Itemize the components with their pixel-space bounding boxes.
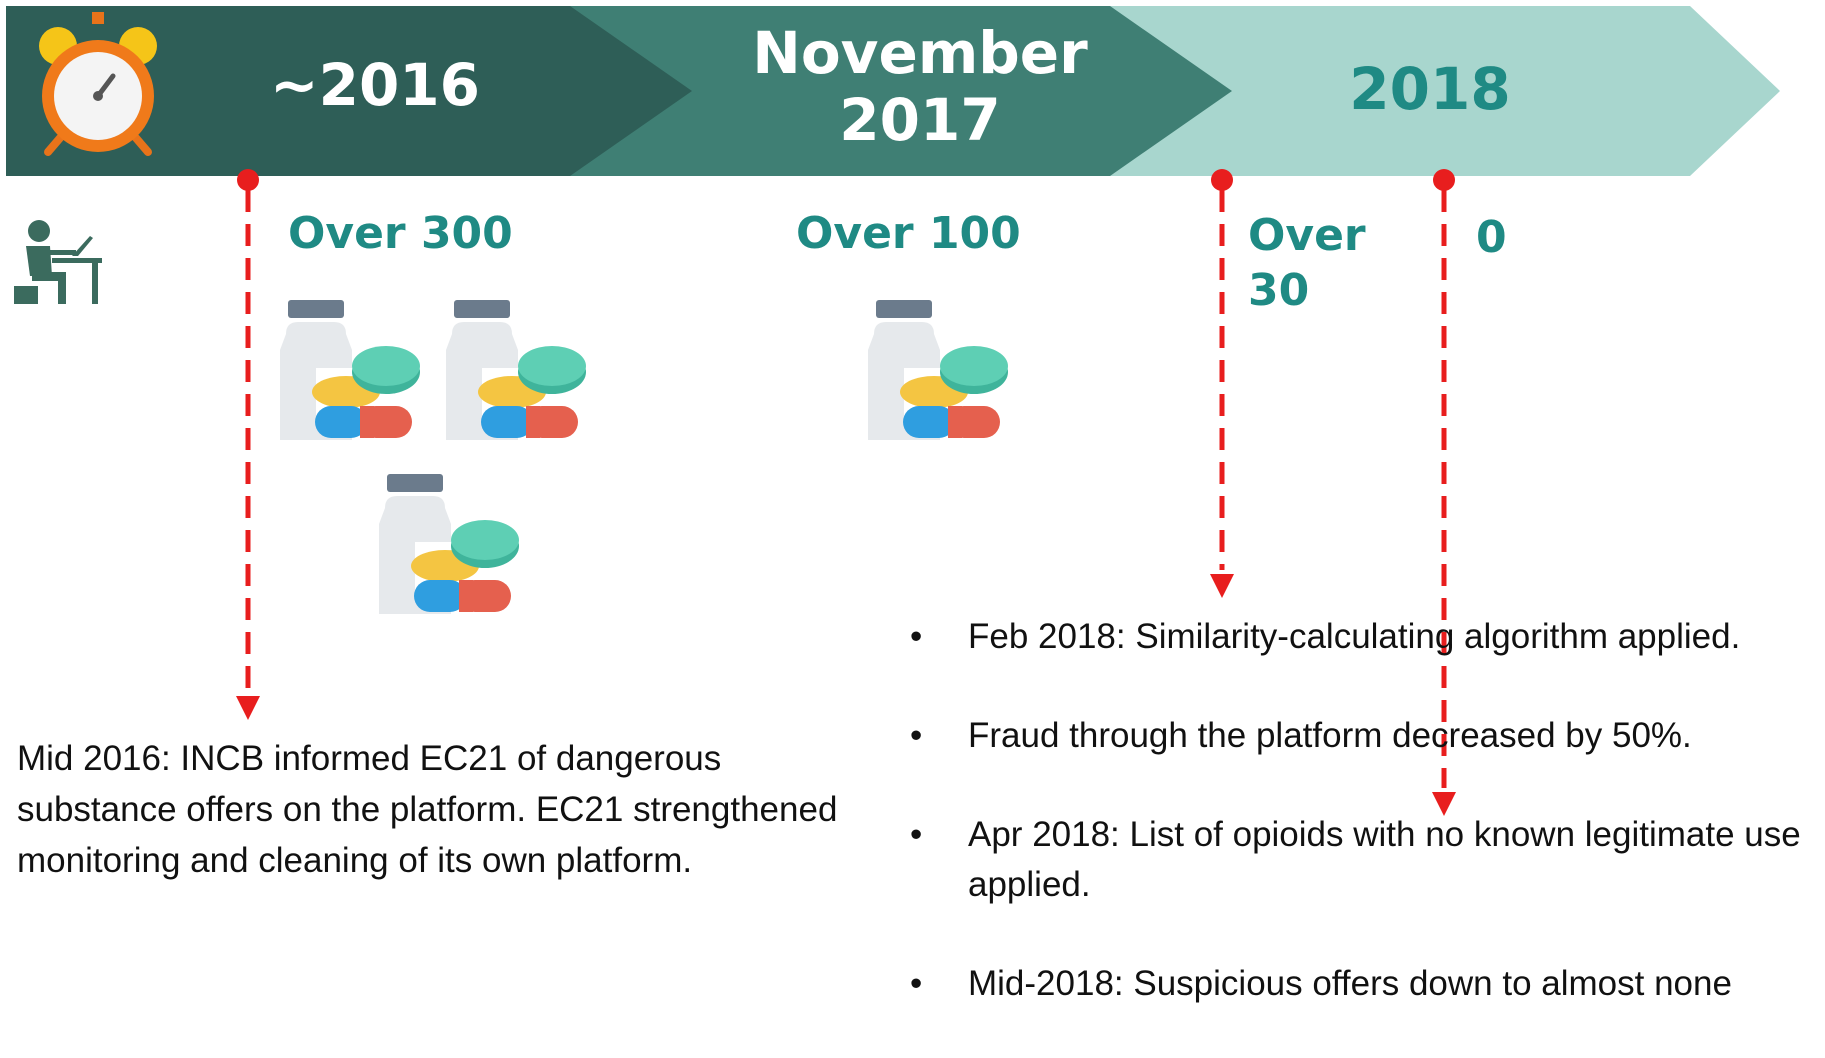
timeline-slide: ~2016 November 2017 2018 Over 300 Over 3… [6,6,1801,1003]
medicine-bottle-pills-icon [280,300,420,440]
list-item: • Fraud through the platform decreased b… [900,711,1820,762]
band-november-2017 [560,6,1232,176]
bullet-dot: • [910,715,923,755]
list-item-text: Fraud through the platform decreased by … [968,715,1692,755]
marker-mid-2018 [1432,169,1456,816]
medicine-bottle-pills-icon [379,474,519,614]
note-mid-2016: Mid 2016: INCB informed EC21 of dangerou… [17,739,838,880]
medicine-bottle-pills-icon [446,300,586,440]
list-item-text: Apr 2018: List of opioids with no known … [968,814,1801,905]
period-label-november-2017: November 2017 [752,19,1088,154]
bullet-dot: • [910,814,923,854]
count-november-2017: Over 100 [796,208,1021,259]
person-at-computer-icon [14,220,102,304]
list-item-text: Mid-2018: Suspicious offers down to almo… [968,964,1732,1003]
list-item: • Mid-2018: Suspicious offers down to al… [900,959,1820,1010]
marker-feb-2018 [1210,169,1234,598]
list-item-text: Feb 2018: Similarity-calculating algorit… [968,617,1741,656]
period-label-2018: 2018 [1349,55,1511,123]
band-2016 [6,6,692,176]
list-item: • Feb 2018: Similarity-calculating algor… [900,612,1820,663]
events-2018-list: • Feb 2018: Similarity-calculating algor… [900,612,1820,1058]
alarm-clock-icon [39,12,157,156]
count-mid-2018: 0 [1476,212,1507,263]
medicine-bottle-pills-icon [868,300,1008,440]
bullet-dot: • [910,964,923,1003]
timeline-banner [6,6,1780,816]
count-2016: Over 300 [288,208,513,259]
count-feb-2018: Over 30 [1248,210,1366,316]
list-item: • Apr 2018: List of opioids with no know… [900,810,1820,912]
period-label-2016: ~2016 [269,51,481,119]
marker-mid-2016 [236,169,260,720]
band-2018 [1100,6,1780,176]
bullet-dot: • [910,617,923,656]
